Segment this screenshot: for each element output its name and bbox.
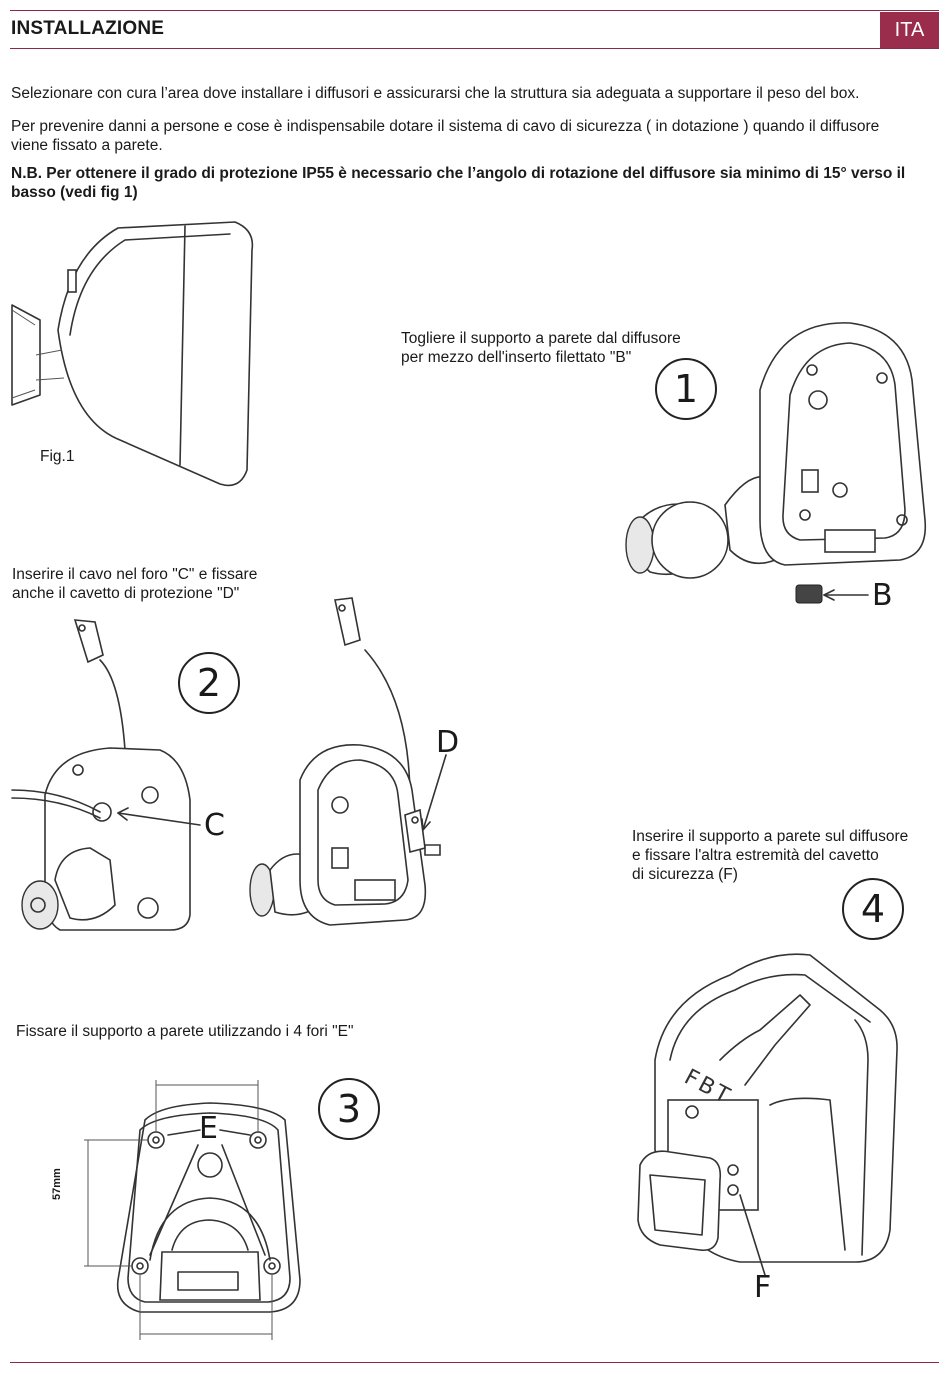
header-bottom-rule (10, 48, 939, 49)
step4-number: 4 (842, 878, 904, 940)
language-badge: ITA (880, 12, 939, 48)
label-f: F (754, 1270, 772, 1305)
note-text-end: di 15° verso il basso (vedi fig 1) (11, 165, 906, 201)
footer-rule (10, 1362, 939, 1363)
label-b: B (872, 578, 893, 613)
step2-number: 2 (178, 652, 240, 714)
step1-number: 1 (655, 358, 717, 420)
fig1-caption: Fig.1 (40, 448, 75, 465)
step4-mounted-speaker-illustration (637, 953, 898, 1276)
dimension-57mm: 57mm (51, 1168, 63, 1200)
intro-paragraph-3: N.B. Per ottenere il grado di protezione… (11, 164, 941, 202)
label-c: C (204, 808, 225, 843)
step1-instruction-line2: per mezzo dell'inserto filettato "B" (401, 349, 632, 366)
step1-instruction-line1: Togliere il supporto a parete dal diffus… (401, 330, 681, 347)
note-text-emphasis: minimo (745, 165, 801, 182)
label-d: D (436, 725, 460, 760)
header-top-rule (10, 10, 939, 11)
step2-cable-illustration (11, 619, 201, 931)
step4-instruction-line1: Inserire il supporto a parete sul diffus… (632, 828, 909, 845)
step3-instruction: Fissare il supporto a parete utilizzando… (16, 1023, 354, 1040)
step2-safety-wire-illustration (249, 597, 447, 926)
step2-instruction-line2: anche il cavetto di protezione "D" (12, 585, 240, 602)
step4-instruction-line2: e fissare l'altra estremità del cavetto (632, 847, 879, 864)
label-e: E (199, 1111, 218, 1146)
step2-instruction-line1: Inserire il cavo nel foro "C" e fissare (12, 566, 258, 583)
step1-bracket-illustration (625, 322, 927, 604)
intro-paragraph-2: Per prevenire danni a persone e cose è i… (11, 118, 880, 154)
step3-wall-plate-illustration (84, 1080, 301, 1340)
page-title: INSTALLAZIONE (11, 18, 165, 39)
step3-number: 3 (318, 1078, 380, 1140)
fig1-speaker-side-view (11, 221, 254, 487)
step4-instruction-line3: di sicurezza (F) (632, 866, 738, 883)
intro-paragraph-1: Selezionare con cura l’area dove install… (11, 85, 860, 102)
note-text-start: N.B. Per ottenere il grado di protezione… (11, 165, 746, 182)
